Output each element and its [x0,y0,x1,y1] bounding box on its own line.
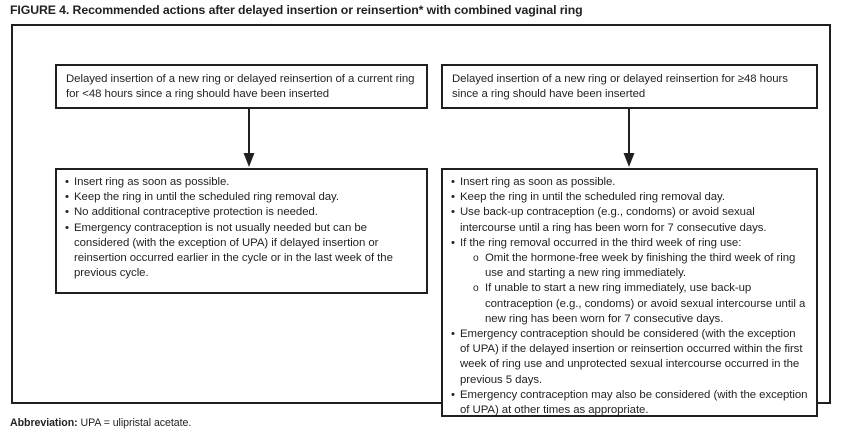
bullet-marker-icon: • [451,236,455,249]
action-text: Emergency contraception may also be cons… [460,388,808,417]
action-item: • If the ring removal occurred in the thi… [451,236,808,327]
action-item: • Emergency contraception may also be con… [451,388,808,418]
action-text: Insert ring as soon as possible. [74,176,230,188]
bullet-marker-icon: • [451,328,455,341]
bullet-marker-icon: • [451,388,455,401]
down-arrow-icon-right [622,109,636,168]
action-text: Use back-up contraception (e.g., condoms… [460,206,767,234]
sub-action-list: o Omit the hormone-free week by finishing… [460,251,808,327]
action-item: • Emergency contraception should be consi… [451,327,808,388]
action-text: No additional contraceptive protection i… [74,206,318,219]
bullet-marker-icon: • [65,176,69,188]
condition-box-left: Delayed insertion of a new ring or delay… [55,64,428,109]
condition-text-right: Delayed insertion of a new ring or delay… [452,73,788,101]
sub-action-text: Omit the hormone-free week by finishing … [485,252,796,280]
bullet-marker-icon: • [451,176,455,188]
sub-action-item: o If unable to start a new ring immediate… [473,281,808,327]
footnote-label: Abbreviation: [10,417,78,429]
action-text: If the ring removal occurred in the thir… [460,236,742,249]
actions-list-left: • Insert ring as soon as possible. • Keep t… [65,175,418,281]
page-title: FIGURE 4. Recommended actions after dela… [10,3,583,17]
action-item: • Use back-up contraception (e.g., condom… [451,205,808,235]
action-text: Keep the ring in until the scheduled rin… [74,191,339,204]
action-item: • Emergency contraception is not usually … [65,221,418,282]
bullet-marker-icon: • [65,221,69,234]
bullet-marker-icon: • [451,191,455,204]
actions-list-right: • Insert ring as soon as possible. • Keep t… [451,175,808,418]
action-text: Emergency contraception is not usually n… [74,221,393,280]
bullet-marker-icon: • [65,191,69,204]
action-text: Insert ring as soon as possible. [460,176,616,188]
action-text: Emergency contraception should be consid… [460,328,803,386]
condition-text-left: Delayed insertion of a new ring or delay… [66,73,415,101]
figure-footnote: Abbreviation: UPA = ulipristal acetate. [10,417,191,429]
actions-box-right: • Insert ring as soon as possible. • Keep t… [441,168,818,417]
figure-frame: Delayed insertion of a new ring or delay… [11,24,831,417]
actions-box-left: • Insert ring as soon as possible. • Keep t… [55,168,428,294]
action-text: Keep the ring in until the scheduled rin… [460,191,725,204]
footnote-text: UPA = ulipristal acetate. [77,417,192,429]
sub-bullet-marker-icon: o [473,283,479,295]
sub-bullet-marker-icon: o [473,253,479,265]
action-item: • No additional contraceptive protection … [65,205,418,220]
sub-action-item: o Omit the hormone-free week by finishing… [473,251,808,281]
action-item: • Insert ring as soon as possible. [451,175,808,190]
down-arrow-icon-left [242,109,256,168]
condition-box-right: Delayed insertion of a new ring or delay… [441,64,818,109]
action-item: • Insert ring as soon as possible. [65,175,418,190]
action-item: • Keep the ring in until the scheduled ri… [451,190,808,205]
bullet-marker-icon: • [451,206,455,219]
bullet-marker-icon: • [65,206,69,219]
action-item: • Keep the ring in until the scheduled ri… [65,190,418,205]
sub-action-text: If unable to start a new ring immediatel… [485,282,806,325]
